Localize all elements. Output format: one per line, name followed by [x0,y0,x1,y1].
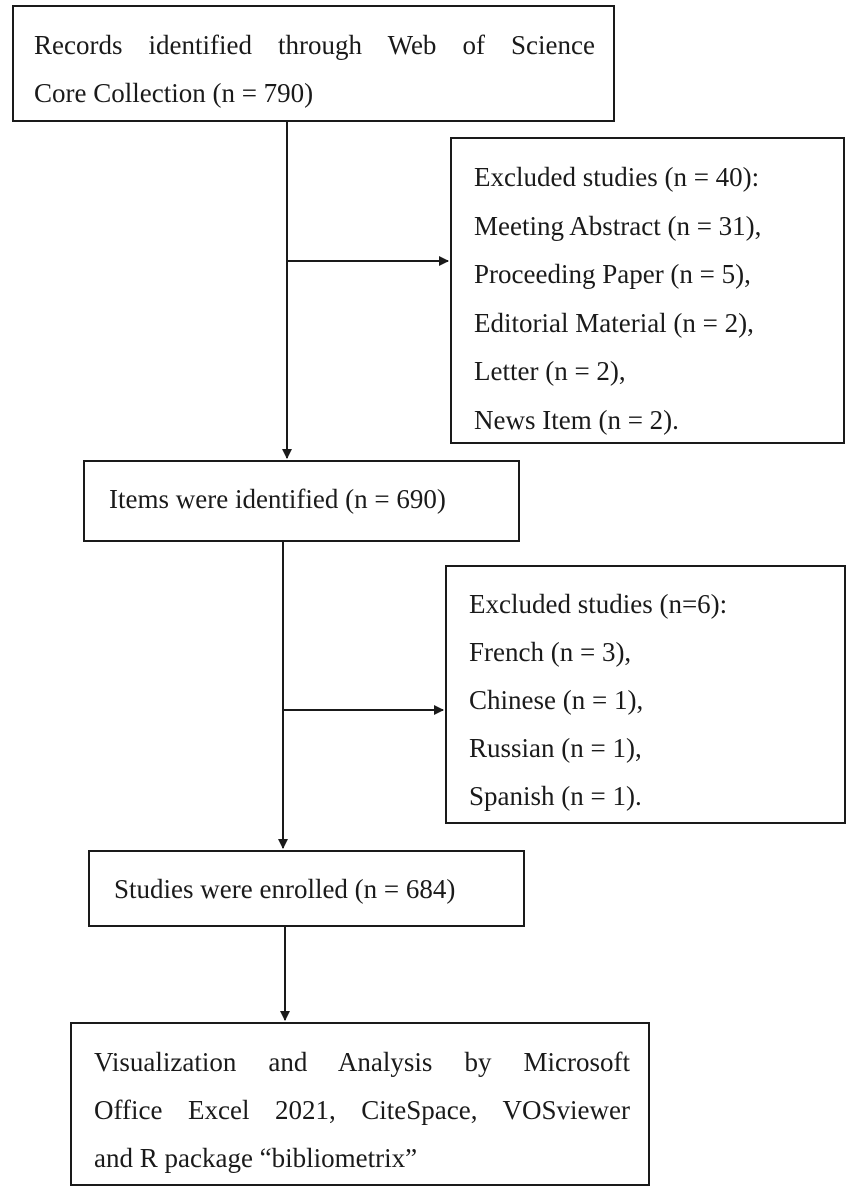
excluded-first-item: Letter (n = 2), [474,356,626,386]
visualization-line-1: Visualization and Analysis by Microsoft [94,1047,630,1077]
excluded-second-heading: Excluded studies (n=6): [469,589,728,619]
excluded-first-item: Editorial Material (n = 2), [474,307,754,338]
studies-enrolled-label: Studies were enrolled (n = 684) [114,874,456,904]
excluded-first-item: Proceeding Paper (n = 5), [474,259,751,289]
excluded-first-item: News Item (n = 2). [474,404,679,435]
excluded-second-item: Russian (n = 1), [469,733,642,763]
items-identified-box: Items were identified (n = 690) [83,460,520,542]
records-line-1: Records identified through Web of Scienc… [34,30,595,60]
visualization-line-3: and R package “bibliometrix” [94,1143,418,1173]
excluded-studies-box-second: Excluded studies (n=6): French (n = 3), … [445,565,846,824]
excluded-first-heading: Excluded studies (n = 40): [474,162,760,192]
visualization-analysis-box: Visualization and Analysis by Microsoft … [70,1022,650,1186]
records-line-2: Core Collection (n = 790) [34,78,314,108]
studies-enrolled-box: Studies were enrolled (n = 684) [88,850,525,927]
excluded-second-item: French (n = 3), [469,637,632,667]
visualization-line-2: Office Excel 2021, CiteSpace, VOSviewer [94,1095,630,1125]
excluded-first-item: Meeting Abstract (n = 31), [474,210,762,241]
records-identified-box: Records identified through Web of Scienc… [12,5,615,122]
excluded-second-item: Chinese (n = 1), [469,685,644,715]
items-identified-label: Items were identified (n = 690) [109,484,446,514]
excluded-studies-box-first: Excluded studies (n = 40): Meeting Abstr… [450,137,845,444]
excluded-second-item: Spanish (n = 1). [469,781,642,811]
